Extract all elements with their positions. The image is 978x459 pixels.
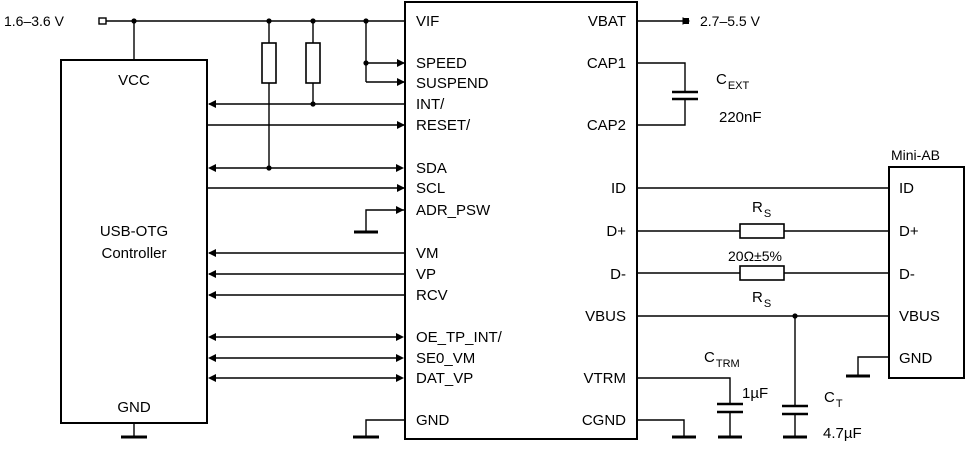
usb-otg-controller: [60, 59, 208, 424]
supply-right-label: 2.7–5.5 V: [700, 13, 761, 29]
pin-vm: VM: [416, 245, 439, 262]
pin-cap2: CAP2: [587, 117, 626, 134]
connector-pin-vbus: VBUS: [899, 308, 940, 325]
pin-se0-vm: SE0_VM: [416, 350, 475, 367]
chip-left-pin-labels: VIF SPEED SUSPEND INT/ RESET/ SDA SCL AD…: [416, 13, 503, 429]
rs-name-bottom: RS: [752, 289, 771, 310]
pin-suspend: SUSPEND: [416, 75, 489, 92]
ct-name: CT: [824, 389, 843, 410]
pin-id: ID: [611, 180, 626, 197]
connector-pin-dminus: D-: [899, 266, 915, 283]
cext-name: CEXT: [716, 71, 750, 92]
pin-speed: SPEED: [416, 55, 467, 72]
transceiver-chip: [404, 1, 638, 440]
pin-vp: VP: [416, 266, 436, 283]
rs-name-top: RS: [752, 199, 771, 220]
pin-cgnd: CGND: [582, 412, 626, 429]
mini-ab-connector: [888, 166, 965, 379]
pin-dplus: D+: [606, 223, 626, 240]
pin-dminus: D-: [610, 266, 626, 283]
pin-dat-vp: DAT_VP: [416, 370, 473, 387]
supply-left-terminal: [98, 17, 107, 25]
rs-resistor-dminus: [739, 265, 785, 281]
controller-gnd-label: GND: [117, 399, 151, 416]
pin-rcv: RCV: [416, 287, 448, 304]
cext-capacitor: [672, 90, 698, 101]
ctrm-value: 1µF: [742, 385, 768, 402]
connector-pin-gnd: GND: [899, 350, 933, 367]
controller-vcc-label: VCC: [118, 72, 150, 89]
chip-right-pin-labels: VBAT CAP1 CAP2 ID D+ D- VBUS VTRM CGND: [582, 13, 626, 429]
ct-value: 4.7µF: [823, 425, 862, 442]
rs-resistor-dplus: [739, 223, 785, 239]
controller-name-line1: USB-OTG: [100, 223, 168, 240]
pullup-resistor-sda: [261, 42, 277, 84]
ctrm-name: CTRM: [704, 349, 740, 370]
pin-oe-tp-int: OE_TP_INT/: [416, 329, 503, 346]
connector-title: Mini-AB: [891, 147, 940, 163]
pin-int: INT/: [416, 96, 445, 113]
controller-name-line2: Controller: [101, 245, 166, 262]
connector-pin-id: ID: [899, 180, 914, 197]
pullup-resistor-int: [305, 42, 321, 84]
supply-left-label: 1.6–3.6 V: [4, 13, 65, 29]
adr-psw-line: [365, 209, 404, 231]
pin-vif: VIF: [416, 13, 439, 30]
pin-scl: SCL: [416, 180, 445, 197]
pin-vbat: VBAT: [588, 13, 626, 30]
pin-sda: SDA: [416, 160, 447, 177]
connector-pin-dplus: D+: [899, 223, 919, 240]
pin-vtrm: VTRM: [584, 370, 627, 387]
ct-capacitor: [782, 404, 808, 416]
pin-reset: RESET/: [416, 117, 471, 134]
pin-vbus: VBUS: [585, 308, 626, 325]
ctrm-capacitor: [717, 402, 743, 414]
rs-value: 20Ω±5%: [728, 248, 782, 264]
pin-gnd: GND: [416, 412, 450, 429]
pin-cap1: CAP1: [587, 55, 626, 72]
pin-adr-psw: ADR_PSW: [416, 202, 491, 219]
cext-value: 220nF: [719, 109, 762, 126]
